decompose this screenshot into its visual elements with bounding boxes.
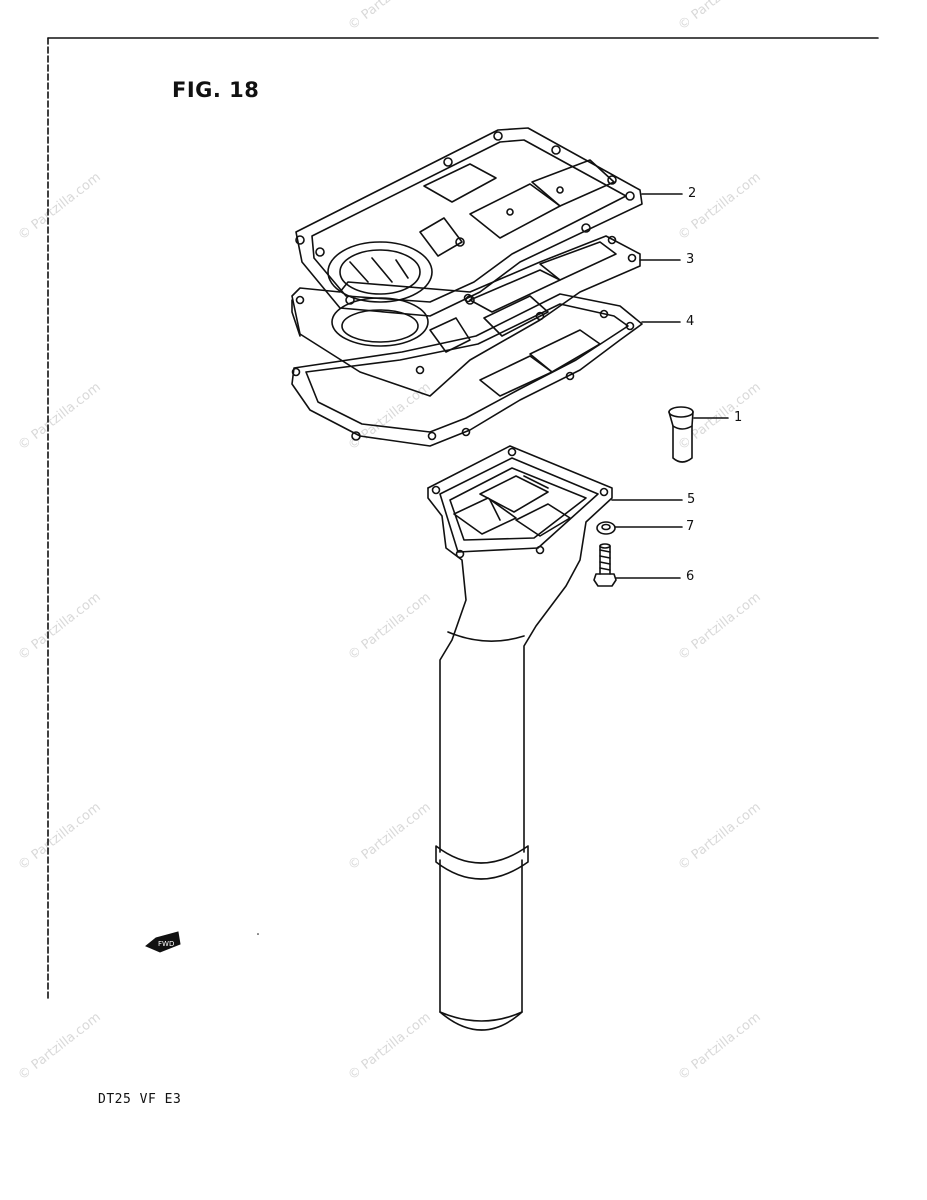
callout-4: 4 (686, 314, 695, 329)
part-6-bolt (593, 543, 617, 587)
callout-6: 6 (686, 569, 695, 584)
callout-7: 7 (686, 519, 695, 534)
part-5-exhaust-tube (427, 445, 613, 1031)
part-7-washer (596, 521, 616, 535)
fwd-arrow-icon: FWD (145, 931, 181, 953)
figure-title: FIG. 18 (172, 78, 260, 102)
model-code: DT25 VF E3 (98, 1092, 182, 1107)
part-4-gasket (291, 293, 643, 447)
callout-1: 1 (734, 410, 743, 425)
callout-3: 3 (686, 252, 695, 267)
fwd-label: FWD (158, 940, 174, 948)
part-2-gasket (295, 127, 643, 317)
part-1-pipe (668, 406, 694, 463)
part-3-plate (291, 235, 641, 397)
callout-5: 5 (687, 492, 696, 507)
callout-2: 2 (688, 186, 697, 201)
